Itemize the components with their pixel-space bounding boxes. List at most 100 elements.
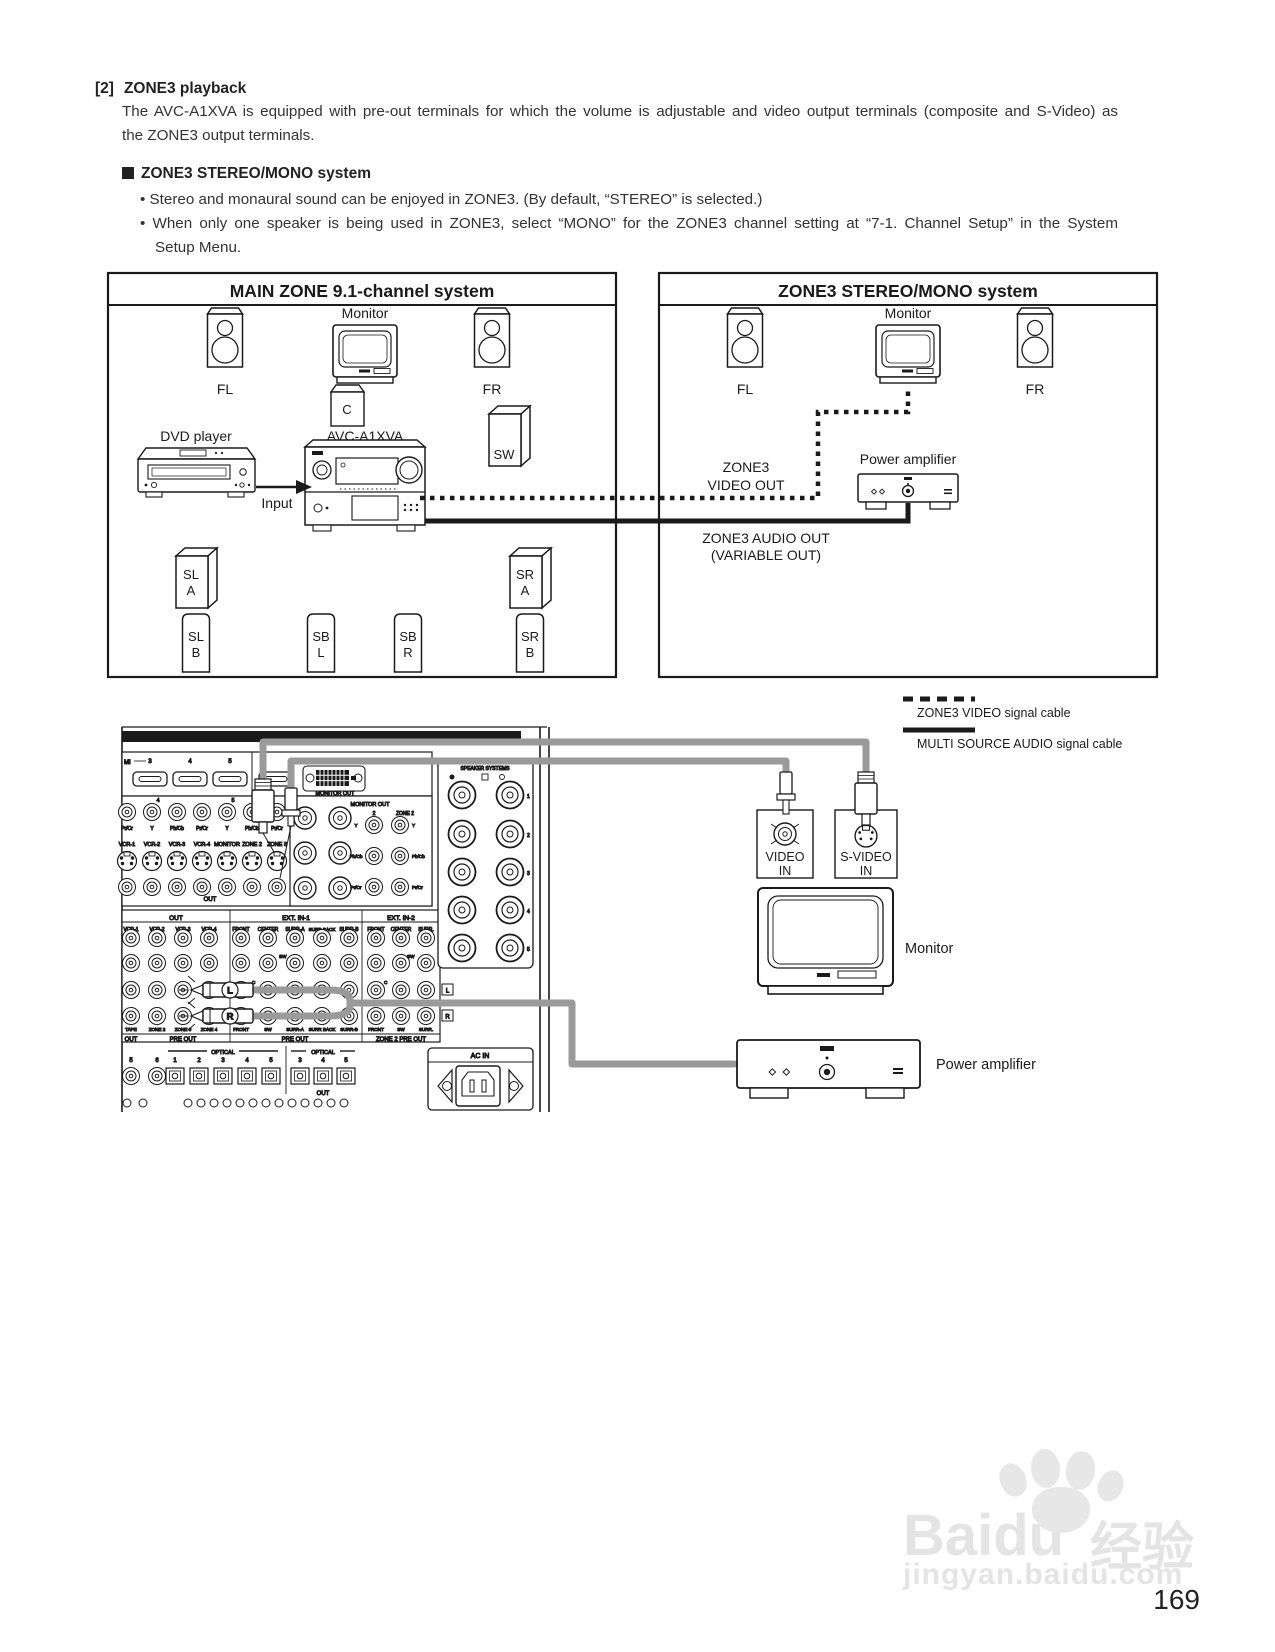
svg-text:B: B — [192, 645, 201, 660]
comp-num: 4 — [156, 798, 159, 804]
out-header: OUT — [169, 915, 183, 922]
svg-text:A: A — [521, 583, 530, 598]
svg-text:ZONE 2 PRE OUT: ZONE 2 PRE OUT — [376, 1037, 426, 1043]
svg-text:2: 2 — [373, 811, 376, 817]
svg-text:SURR-A: SURR-A — [286, 1027, 305, 1032]
square-bullet-icon — [122, 167, 134, 179]
ext-in1-header: EXT. IN-1 — [282, 915, 310, 922]
zone3-video-out-label: ZONE3 — [723, 459, 770, 475]
video-in-label: VIDEO — [766, 850, 805, 864]
subwoofer-label: SW — [494, 447, 516, 462]
zone3-fr-label: FR — [1026, 381, 1045, 397]
main-fr-speaker-icon — [473, 307, 511, 368]
svideo-in-box: S-VIDEO IN — [834, 809, 898, 879]
zone3-audio-cable — [425, 503, 911, 524]
zone3-video-cable — [420, 386, 911, 501]
svideo-plug-panel — [251, 778, 275, 834]
dvd-player-icon — [136, 447, 257, 498]
svg-text:B: B — [526, 645, 535, 660]
svg-text:L: L — [227, 986, 233, 997]
rca-plug-monitor — [776, 771, 796, 815]
speaker-terminals: SPEAKER SYSTEMS 1 2 3 4 5 — [437, 759, 534, 969]
hdmi-port-icon — [212, 771, 248, 787]
svg-text:ZONE 3: ZONE 3 — [175, 1027, 192, 1032]
sl-b-label: SL — [188, 629, 204, 644]
hdmi-port-icon — [172, 771, 208, 787]
svg-text:Pb/Cb: Pb/Cb — [170, 826, 184, 832]
section-index: [2] — [95, 80, 114, 97]
svg-text:C: C — [384, 980, 388, 985]
svg-text:OUT: OUT — [317, 1091, 330, 1097]
ext-in2-header: EXT. IN-2 — [387, 915, 415, 922]
svideo-plug-monitor — [854, 771, 878, 826]
monitor-out-header: MONITOR OUT — [350, 802, 390, 808]
svg-text:5: 5 — [129, 1058, 133, 1064]
video-signal-cable — [287, 757, 790, 792]
svg-text:Pr/Cr: Pr/Cr — [196, 826, 208, 832]
svg-text:SURR-B: SURR-B — [340, 1027, 358, 1032]
sb-r-label: SB — [399, 629, 416, 644]
main-zone-title: MAIN ZONE 9.1-channel system — [230, 281, 495, 301]
svg-text:5: 5 — [527, 947, 530, 953]
svg-text:FRONT: FRONT — [368, 1027, 384, 1032]
svg-text:ZONE 4: ZONE 4 — [201, 1027, 218, 1032]
svg-text:Y: Y — [412, 823, 415, 828]
monitor-label: Monitor — [905, 941, 954, 957]
input-label: Input — [261, 495, 292, 511]
svg-text:SW: SW — [397, 1027, 405, 1032]
svg-text:5: 5 — [231, 798, 234, 804]
svg-text:R: R — [445, 1015, 450, 1021]
svg-text:VCR-4: VCR-4 — [194, 842, 211, 848]
main-zone-box: MAIN ZONE 9.1-channel system Monitor FL … — [106, 271, 618, 679]
svg-text:Pr/Cr: Pr/Cr — [412, 885, 423, 890]
subsection-title: ZONE3 STEREO/MONO system — [141, 165, 371, 182]
video-cable-legend: ZONE3 VIDEO signal cable — [917, 706, 1071, 720]
svg-text:ZONE 2: ZONE 2 — [149, 1027, 166, 1032]
comp-label: Pr/Cr — [121, 826, 133, 832]
svg-text:6: 6 — [155, 1058, 159, 1064]
svg-text:4: 4 — [245, 1058, 249, 1064]
svideo-col-label: VCR-1 — [119, 842, 136, 848]
svg-text:R: R — [403, 645, 412, 660]
svg-text:SW: SW — [264, 1027, 272, 1032]
connection-rays — [179, 975, 196, 1031]
zone3-fl-speaker-icon — [726, 307, 764, 368]
zone3-box: ZONE3 STEREO/MONO system Monitor FL FR Z… — [657, 271, 1159, 679]
svg-text:OPTICAL: OPTICAL — [311, 1050, 335, 1056]
svg-text:ZONE 3: ZONE 3 — [267, 842, 287, 848]
zone3-fr-speaker-icon — [1016, 307, 1054, 368]
zone3-monitor-label: Monitor — [885, 305, 932, 321]
svg-text:A: A — [187, 583, 196, 598]
svg-text:PRE OUT: PRE OUT — [170, 1037, 197, 1043]
svg-text:MONITOR: MONITOR — [214, 842, 240, 848]
svg-text:OUT: OUT — [125, 1037, 138, 1043]
main-fl-label: FL — [217, 381, 234, 397]
center-speaker-label: C — [342, 402, 351, 417]
cable-legend: ZONE3 VIDEO signal cable MULTI SOURCE AU… — [903, 696, 1122, 751]
svg-text:2: 2 — [527, 833, 530, 839]
svg-text:C: C — [252, 980, 256, 985]
svg-text:TAPE: TAPE — [125, 1027, 137, 1032]
optical-label: OPTICAL — [211, 1050, 235, 1056]
sb-l-label: SB — [312, 629, 329, 644]
ac-in-label: AC IN — [471, 1053, 490, 1060]
svg-text:Pb/Cb: Pb/Cb — [245, 826, 259, 832]
svg-text:SURR.: SURR. — [419, 1027, 433, 1032]
svg-text:FRONT: FRONT — [233, 1027, 249, 1032]
hdmi-port-icon — [132, 771, 168, 787]
svg-text:4: 4 — [321, 1058, 325, 1064]
svg-text:R: R — [227, 1012, 234, 1023]
hdmi-num: 3 — [148, 759, 152, 765]
svg-text:Y: Y — [354, 823, 357, 828]
svg-text:3: 3 — [527, 871, 530, 877]
sr-b-label: SR — [521, 629, 539, 644]
svideo-in-label: S-VIDEO — [840, 850, 892, 864]
svg-text:3: 3 — [221, 1058, 225, 1064]
svg-text:Y: Y — [225, 826, 229, 832]
dvd-player-label: DVD player — [160, 428, 232, 444]
svg-text:VCR-2: VCR-2 — [144, 842, 161, 848]
svg-text:Pb/Cb: Pb/Cb — [412, 854, 425, 859]
watermark-brand-cn: 经验 — [1090, 1519, 1195, 1577]
svg-text:SW: SW — [279, 954, 287, 959]
